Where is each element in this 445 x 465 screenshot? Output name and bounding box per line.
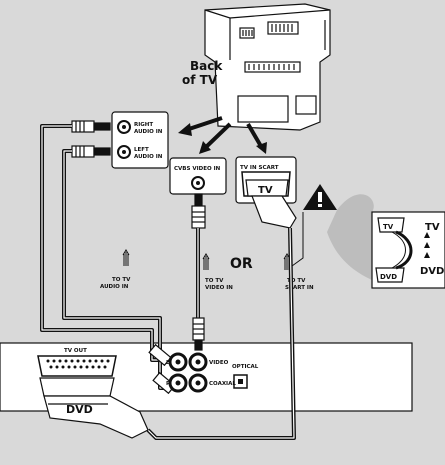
tv-in-scart-label: TV IN SCART (240, 165, 279, 171)
to-tv-video-in-line2: VIDEO IN (205, 285, 233, 291)
dvd-optical-label: OPTICAL (232, 364, 259, 370)
left-audio-in-line2: AUDIO IN (134, 154, 163, 160)
back-of-tv-line1: Back (190, 59, 223, 73)
cvbs-video-in-label: CVBS VIDEO IN (174, 166, 221, 172)
dvd-coaxial-label: COAXIAL (209, 381, 236, 387)
tv-illustration (204, 3, 331, 131)
dvd-scart-connector (37, 355, 149, 439)
inset-dvd-plug-label: DVD (380, 273, 397, 281)
to-tv-video-in-line1: TO TV (205, 278, 224, 284)
direction-arrows (122, 249, 291, 270)
inset-side-tv-label: TV (425, 222, 440, 233)
inset-side-dvd-label: DVD (420, 266, 444, 277)
video-rca-plug (191, 193, 206, 229)
tv-pointer-arrows (185, 116, 264, 150)
tv-pointer-arrowheads (178, 123, 267, 154)
left-audio-in-line1: LEFT (134, 147, 149, 153)
inset-tv-plug-label: TV (383, 223, 394, 231)
dvd-r-label: R (166, 381, 171, 387)
scart-inset (371, 211, 445, 289)
tv-scart-plug (245, 179, 297, 229)
dvd-tv-out-label: TV OUT (64, 348, 87, 354)
dvd-jacks (168, 352, 248, 393)
tv-scart-plug-label: TV (258, 185, 273, 196)
dvd-scart-plug-label: DVD (66, 403, 93, 416)
dvd-video-label: VIDEO (209, 360, 229, 366)
warning-callout (291, 184, 374, 280)
to-tv-audio-in-line2: AUDIO IN (100, 284, 129, 290)
cvbs-video-in-box (169, 157, 227, 195)
dvd-video-plug (192, 317, 205, 351)
audio-rca-plugs (71, 120, 111, 158)
to-tv-scart-in-line1: TO TV (287, 278, 306, 284)
back-of-tv-line2: of TV (182, 73, 218, 87)
to-tv-audio-in-line1: TO TV (112, 277, 131, 283)
dvd-l-label: L (166, 360, 170, 366)
right-audio-in-line1: RIGHT (134, 122, 153, 128)
audio-in-box (111, 111, 169, 169)
to-tv-scart-in-line2: SCART IN (285, 285, 314, 291)
or-label: OR (230, 256, 253, 272)
right-audio-in-line2: AUDIO IN (134, 129, 163, 135)
